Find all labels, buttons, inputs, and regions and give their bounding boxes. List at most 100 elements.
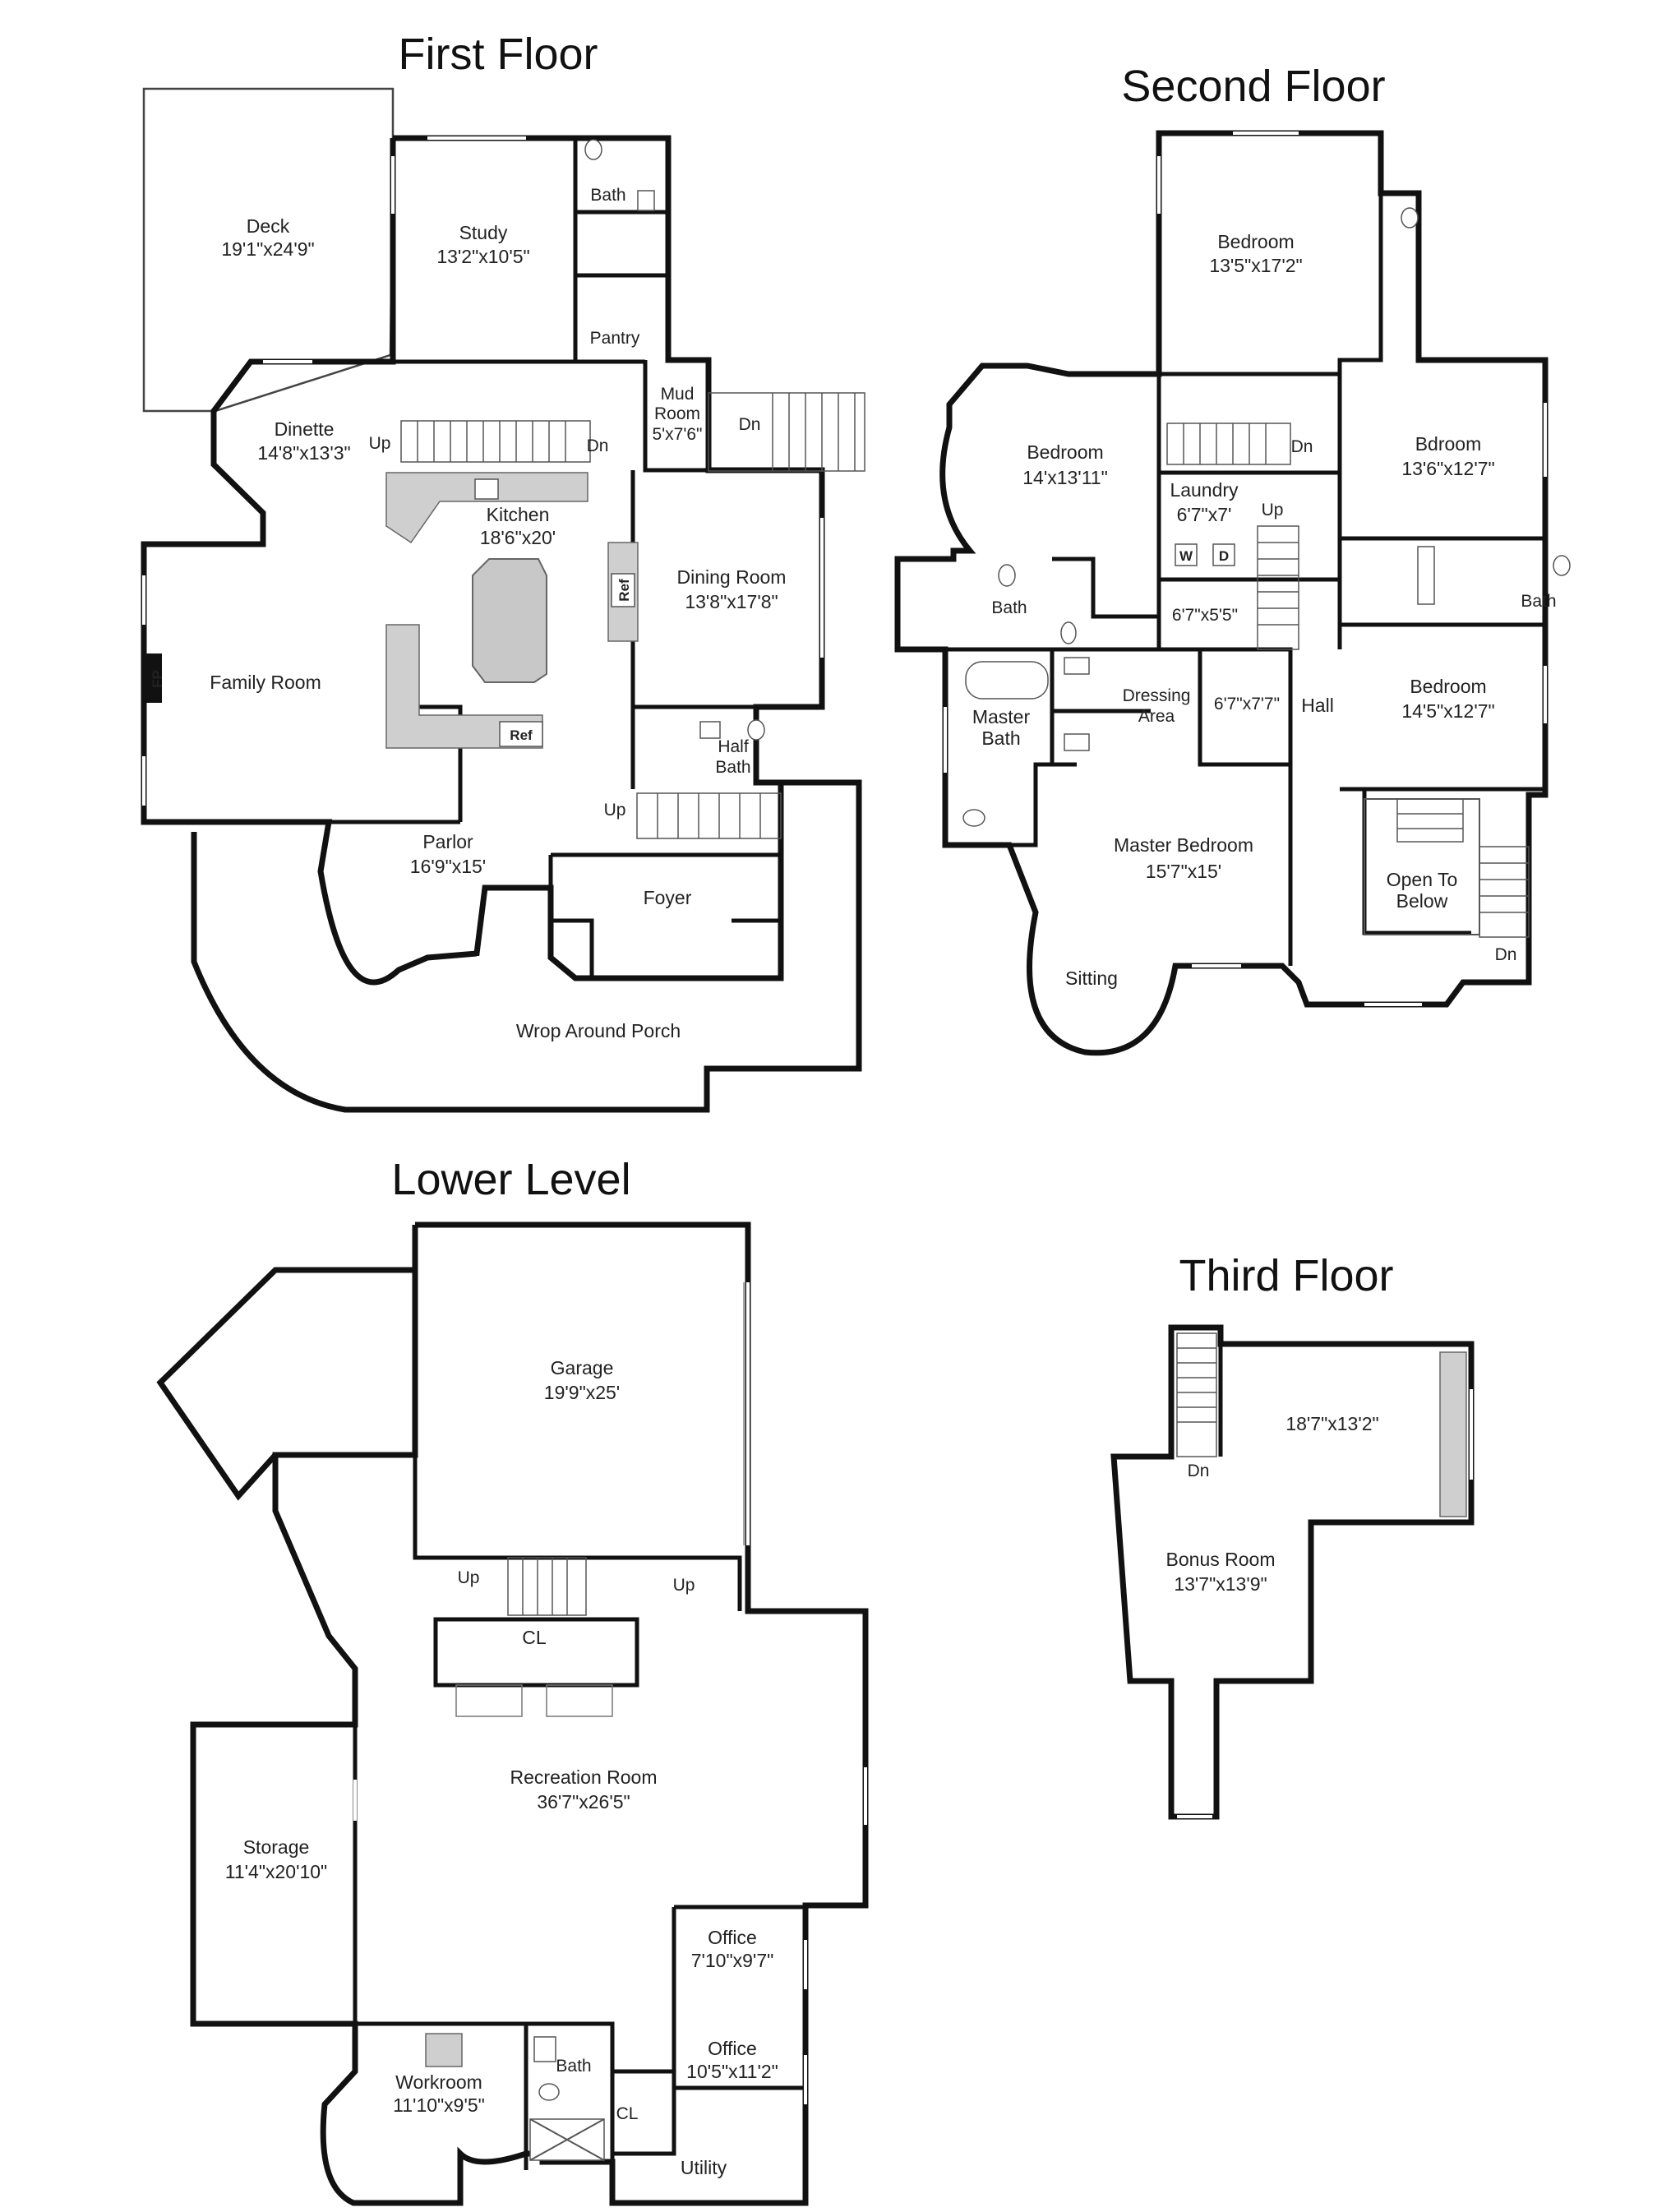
- room-name-bedroom-mid-right: Bedroom: [1410, 676, 1486, 697]
- dryer-icon: [1212, 543, 1235, 566]
- lower-level: Lower Level Garage 19'9"x25' Up Up: [156, 1155, 869, 2206]
- lower-level-exterior-walls: [156, 1221, 869, 2206]
- label-up-foyer: Up: [604, 801, 626, 820]
- kitchen-island: [472, 558, 547, 683]
- room-size-parlor: 16'9"x15': [410, 856, 486, 877]
- room-size-garage: 19'9"x25': [544, 1382, 620, 1403]
- room-name-storage: Storage: [243, 1836, 310, 1858]
- room-name-master-bath-2: Bath: [981, 727, 1020, 749]
- room-name-porch: Wrop Around Porch: [516, 1020, 681, 1041]
- room-name-foyer: Foyer: [644, 887, 692, 908]
- fireplace-label: FP: [150, 670, 165, 688]
- ref-label-2: Ref: [510, 727, 533, 743]
- room-size-dining-room: 13'8"x17'8": [685, 591, 778, 612]
- room-size-deck: 19'1"x24'9": [221, 238, 314, 260]
- label-up-lower-left: Up: [458, 1568, 480, 1587]
- room-name-bath-right: Bath: [1521, 592, 1556, 611]
- second-floor-exterior-walls: [894, 130, 1549, 1056]
- room-size-study: 13'2"x10'5": [436, 246, 529, 267]
- room-name-sitting: Sitting: [1065, 967, 1118, 989]
- toilet-icon: [1401, 207, 1419, 229]
- room-name-bath-left: Bath: [991, 598, 1027, 617]
- label-dn-mud: Dn: [739, 415, 761, 434]
- second-floor-stairs-right: [1257, 525, 1299, 650]
- room-name-mud-room-1: Mud: [661, 385, 695, 404]
- room-size-closet-b: 6'7"x7'7": [1214, 695, 1280, 713]
- label-up-dinette: Up: [369, 434, 391, 453]
- room-name-dining-room: Dining Room: [677, 566, 787, 588]
- ref-box-2: [499, 721, 543, 747]
- room-name-dressing-2: Area: [1138, 707, 1175, 726]
- room-size-recreation: 36'7"x26'5": [537, 1791, 630, 1813]
- label-dn-second-bottom: Dn: [1495, 945, 1517, 964]
- room-name-dressing-1: Dressing: [1123, 686, 1191, 705]
- porch-outline: [191, 779, 862, 1113]
- shower-diagonal: [529, 2118, 605, 2161]
- room-name-cl-top: CL: [522, 1627, 547, 1648]
- third-floor: Third Floor Dn 18'7"x13'2" Bonus Room 13…: [1110, 1251, 1475, 1820]
- toilet-icon: [538, 2083, 560, 2101]
- room-name-office-1: Office: [708, 1927, 757, 1948]
- room-name-deck: Deck: [247, 215, 290, 237]
- kitchen-l-counter: [385, 624, 543, 749]
- third-floor-exterior-walls: [1110, 1324, 1475, 1820]
- room-name-master-bath-1: Master: [972, 706, 1031, 727]
- room-size-bonus-room: 13'7"x13'9": [1174, 1573, 1267, 1595]
- room-name-kitchen: Kitchen: [487, 504, 550, 525]
- ref-box-1: [611, 573, 635, 607]
- room-name-workroom: Workroom: [395, 2071, 482, 2093]
- room-name-pantry: Pantry: [590, 329, 640, 348]
- room-size-kitchen: 18'6"x20': [480, 527, 556, 548]
- lower-level-stairs: [507, 1557, 587, 1616]
- first-floor-title: First Floor: [399, 30, 598, 79]
- room-size-closet-a: 6'7"x5'5": [1172, 606, 1238, 625]
- third-floor-stairs: [1176, 1332, 1217, 1457]
- workroom-sink: [425, 2033, 463, 2067]
- fireplace: [144, 653, 162, 703]
- label-up-laundry: Up: [1262, 501, 1284, 520]
- second-floor-stairs-bottom: [1396, 798, 1530, 938]
- washer-label: W: [1179, 548, 1193, 564]
- sink-icon: [1417, 546, 1435, 605]
- room-size-third-upper: 18'7"x13'2": [1285, 1413, 1378, 1434]
- sink-icon: [1064, 657, 1090, 675]
- washer-icon: [1175, 543, 1198, 566]
- room-size-bdroom-right: 13'6"x12'7": [1401, 458, 1494, 479]
- lower-level-title: Lower Level: [391, 1155, 630, 1204]
- mud-room-stairs: [708, 392, 865, 472]
- room-size-master-bedroom: 15'7"x15': [1146, 861, 1221, 882]
- room-name-study: Study: [459, 222, 508, 243]
- room-name-lower-bath: Bath: [556, 2057, 591, 2076]
- toilet-icon: [1553, 555, 1571, 576]
- closet-door: [546, 1684, 613, 1717]
- room-name-parlor: Parlor: [422, 831, 473, 852]
- toilet-icon: [1060, 621, 1077, 644]
- room-name-master-bedroom: Master Bedroom: [1114, 834, 1253, 856]
- room-name-half-bath-2: Bath: [715, 758, 750, 777]
- room-name-bedroom-top: Bedroom: [1217, 231, 1294, 252]
- room-name-cl-bottom: CL: [616, 2104, 639, 2123]
- second-floor-title: Second Floor: [1121, 62, 1385, 111]
- room-size-bedroom-left: 14'x13'11": [1022, 467, 1108, 488]
- room-name-garage: Garage: [551, 1357, 614, 1378]
- sink-icon: [1064, 733, 1090, 751]
- room-name-bath: Bath: [590, 186, 625, 205]
- room-name-office-2: Office: [708, 2038, 757, 2059]
- toilet-icon: [584, 139, 602, 160]
- sink-icon: [637, 190, 655, 211]
- room-name-utility: Utility: [681, 2157, 727, 2178]
- room-size-laundry: 6'7"x7': [1177, 504, 1232, 525]
- room-name-hall: Hall: [1301, 695, 1334, 716]
- room-name-mud-room-2: Room: [654, 404, 700, 423]
- dryer-label: D: [1219, 548, 1229, 564]
- room-name-open-to-below-1: Open To: [1387, 869, 1458, 890]
- room-name-open-to-below-2: Below: [1396, 890, 1448, 912]
- room-name-bdroom-right: Bdroom: [1415, 433, 1482, 455]
- room-name-dinette: Dinette: [275, 418, 335, 440]
- toilet-icon: [998, 564, 1016, 587]
- room-size-workroom: 11'10"x9'5": [393, 2094, 485, 2116]
- room-size-office-2: 10'5"x11'2": [686, 2061, 778, 2082]
- sink-icon: [699, 721, 721, 739]
- toilet-icon: [962, 809, 985, 827]
